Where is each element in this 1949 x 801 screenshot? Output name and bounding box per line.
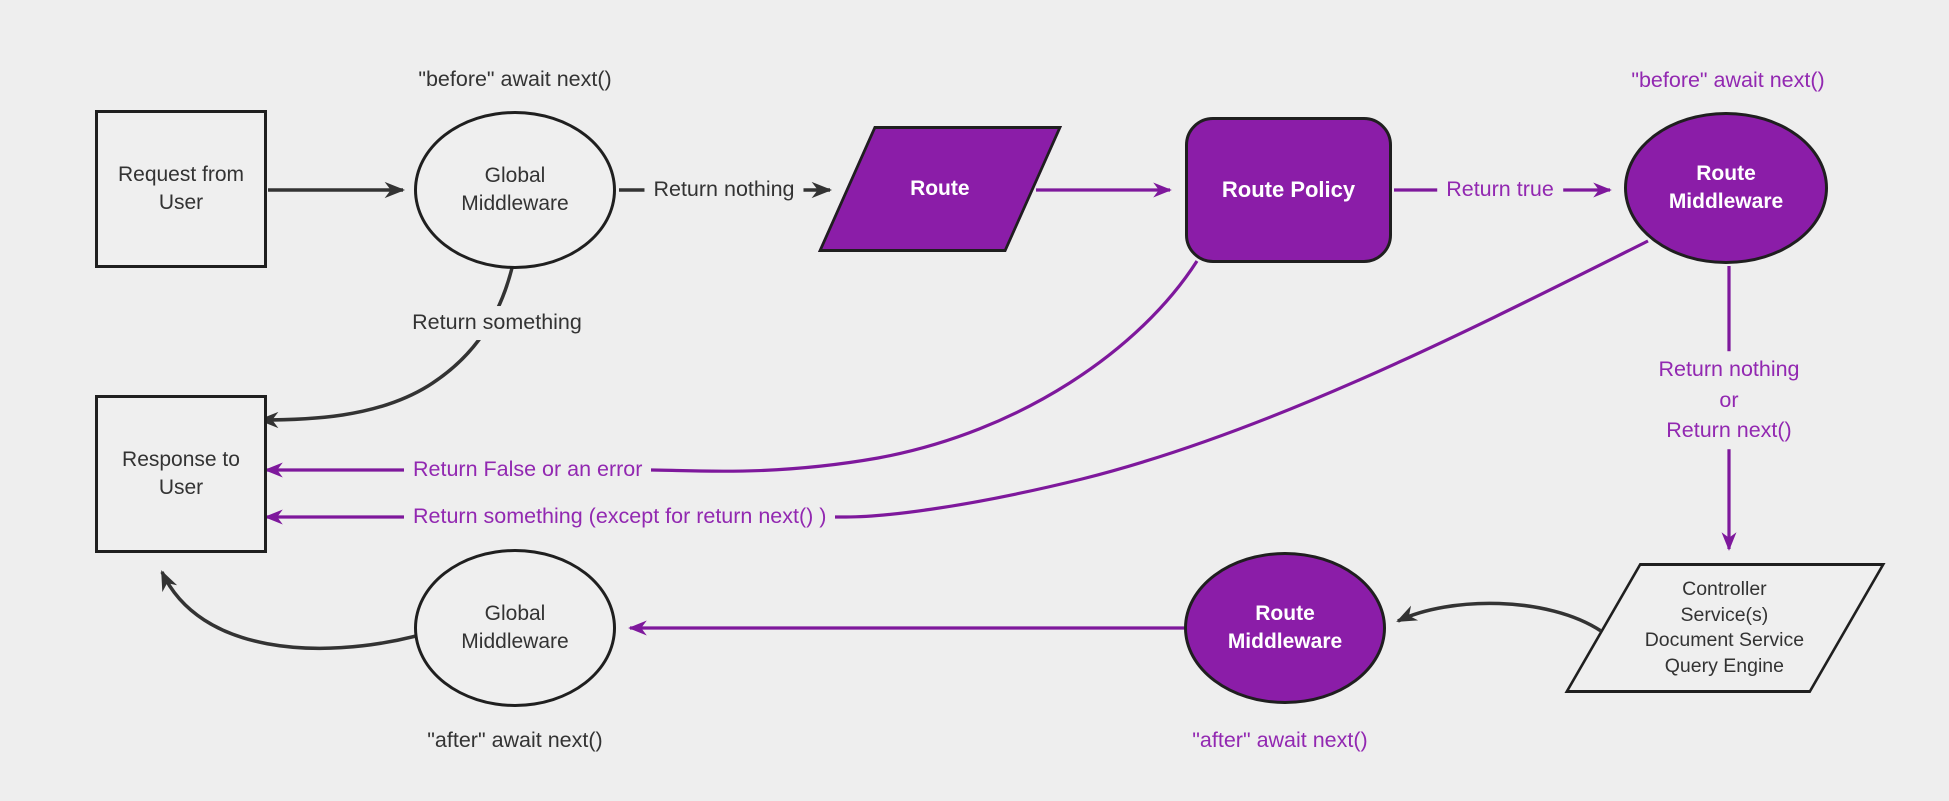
edge-label-before-route: "before" await next() [1631,68,1825,93]
node-label: Global Middleware [461,602,569,653]
node-label: Controller Service(s) Document Service Q… [1645,577,1805,677]
node-global-middleware-bottom: Global Middleware [414,549,616,707]
edge-label-return-something-except: Return something (except for return next… [404,500,836,534]
node-route-middleware-bottom: Route Middleware [1184,552,1386,704]
node-label: Global Middleware [461,164,569,215]
edge-global-middleware-top-to-response [257,267,514,429]
node-route-policy: Route Policy [1185,117,1392,263]
edge-label-after-route: "after" await next() [1192,728,1368,753]
node-label: Route Middleware [1668,162,1784,213]
edge-route-policy-to-response [264,260,1199,478]
edge-label-return-something: Return something [403,306,591,340]
node-response-to-user: Response to User [95,395,267,553]
node-label: Route Policy [1221,177,1356,203]
node-label: Response to User [122,448,240,499]
edge-label-return-true: Return true [1437,173,1563,207]
node-label: Route [910,177,970,201]
edge-route-middleware-top-to-response [264,239,1649,525]
edge-label-before-global: "before" await next() [418,67,612,92]
node-request-from-user: Request from User [95,110,267,268]
edge-label-return-nothing: Return nothing [644,173,804,207]
edge-label-after-global: "after" await next() [427,728,603,753]
edge-label-return-false-or-error: Return False or an error [404,453,652,487]
node-label: Route Middleware [1227,602,1343,653]
node-route-middleware-top: Route Middleware [1624,112,1828,264]
node-global-middleware-top: Global Middleware [414,111,616,269]
node-label: Request from User [117,163,245,214]
edge-backend-to-route-middleware-bottom [1396,601,1602,633]
edge-label-return-nothing-or-next: Return nothing or Return next() [1649,351,1809,449]
edge-global-middleware-bottom-to-response [160,570,417,651]
